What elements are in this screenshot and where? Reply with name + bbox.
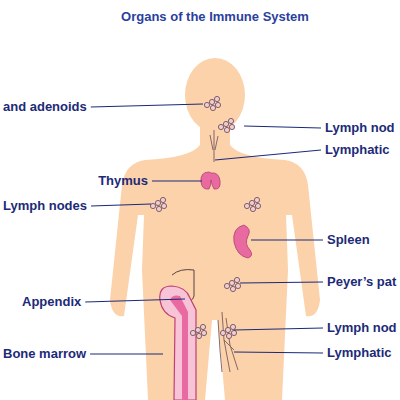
leader-line: [240, 282, 323, 283]
lymph-node-dot: [195, 327, 200, 332]
spleen-organ: [234, 225, 252, 258]
lymph-node-dot: [230, 286, 235, 291]
lymph-node-dot: [190, 330, 195, 335]
lymph-node-dot: [230, 324, 235, 329]
lymph-node-dot: [201, 330, 206, 335]
leader-line: [234, 328, 323, 330]
leader-line: [234, 352, 323, 353]
lymph-node-dot: [234, 277, 239, 282]
leader-line: [85, 299, 185, 302]
lymph-node-dot: [226, 333, 231, 338]
lymph-node-dot: [196, 333, 201, 338]
lymph-node-dot: [215, 102, 220, 107]
lymph-node-dot: [249, 200, 254, 205]
body-silhouette: [110, 58, 320, 400]
lymph-node-dot: [224, 127, 229, 132]
lymph-node-dot: [228, 118, 233, 123]
lymph-node-dot: [210, 105, 215, 110]
leader-line: [91, 204, 151, 206]
lymph-node-dot: [209, 99, 214, 104]
lymph-node-clusters: [150, 96, 260, 338]
lymph-node-dot: [156, 206, 161, 211]
lymph-node-dot: [229, 280, 234, 285]
lymph-node-dot: [220, 330, 225, 335]
lymph-node-dot: [250, 206, 255, 211]
lymph-node-dot: [161, 203, 166, 208]
lymph-node-dot: [204, 102, 209, 107]
bone-marrow-femur: [160, 286, 196, 400]
lymph-node-dot: [255, 203, 260, 208]
thymus-organ: [201, 172, 220, 189]
lymph-node-dot: [150, 203, 155, 208]
lymphatic-vessels: [210, 130, 238, 372]
leader-line: [90, 353, 163, 354]
lymph-node-dot: [229, 124, 234, 129]
organ-label: Lymphatic: [327, 346, 392, 360]
leader-line: [91, 104, 203, 107]
lymph-node-dot: [231, 330, 236, 335]
leader-line: [215, 150, 321, 160]
lymph-node-dot: [155, 200, 160, 205]
lymph-node-dot: [225, 327, 230, 332]
organ-label: Peyer’s pat: [327, 275, 396, 289]
lymph-node-dot: [200, 324, 205, 329]
organ-label: Lymph nodes: [3, 199, 87, 213]
organ-label: Lymphatic: [325, 143, 390, 157]
lymph-node-dot: [244, 203, 249, 208]
organ-label: Thymus: [98, 174, 148, 188]
organ-label: Appendix: [22, 295, 81, 309]
lymph-node-dot: [224, 283, 229, 288]
organ-label: Lymph nod: [327, 321, 397, 335]
diagram-title: Organs of the Immune System: [121, 10, 309, 24]
lymph-node-dot: [235, 283, 240, 288]
lymph-node-dot: [254, 197, 259, 202]
lymph-node-dot: [160, 197, 165, 202]
leader-line: [251, 239, 323, 240]
lymph-node-dot: [223, 121, 228, 126]
organ-label: and adenoids: [3, 100, 87, 114]
organ-label: Lymph nod: [325, 121, 395, 135]
lymph-node-dot: [218, 124, 223, 129]
leader-line: [152, 180, 202, 181]
lymph-node-dot: [214, 96, 219, 101]
leader-line: [244, 126, 321, 128]
organ-label: Bone marrow: [3, 347, 86, 361]
organ-label: Spleen: [327, 233, 370, 247]
